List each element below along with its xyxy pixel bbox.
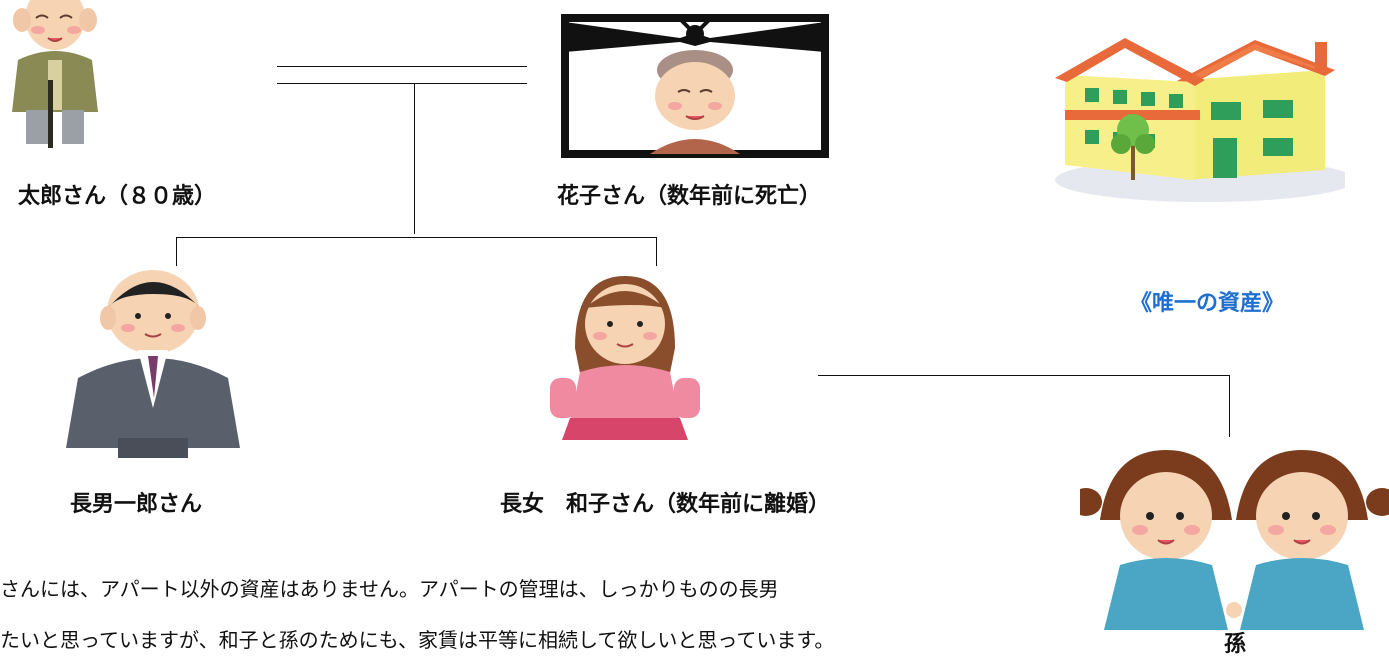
grandchildren-branch-line xyxy=(1229,375,1230,437)
description-line-2: たいと思っていますが、和子と孫のためにも、家賃は平等に相続して欲しいと思っていま… xyxy=(0,628,835,652)
children-bar-line xyxy=(176,237,656,238)
marriage-line-top xyxy=(277,66,527,67)
marriage-line-bottom xyxy=(277,83,527,84)
grandchildren-illustration xyxy=(1080,450,1389,630)
taro-label: 太郎さん（８０歳） xyxy=(18,184,217,209)
kazuko-label: 長女 和子さん（数年前に離婚） xyxy=(500,492,831,517)
hanako-label: 花子さん（数年前に死亡） xyxy=(557,184,822,209)
hanako-memorial-portrait xyxy=(560,8,830,158)
kazuko-illustration xyxy=(520,268,730,458)
taro-illustration xyxy=(0,0,100,150)
asset-label: 《唯一の資産》 xyxy=(1130,291,1285,316)
ichiro-illustration xyxy=(48,268,258,458)
kazuko-branch-line xyxy=(656,237,657,266)
kazuko-grandchildren-line xyxy=(818,375,1230,376)
grandchildren-label: 孫 xyxy=(1224,632,1247,657)
ichiro-label: 長男一郎さん xyxy=(70,492,203,517)
ichiro-branch-line xyxy=(176,237,177,266)
children-stem-line xyxy=(414,84,415,234)
description-line-1: さんには、アパート以外の資産はありません。アパートの管理は、しっかりものの長男 xyxy=(0,577,779,601)
apartment-icon xyxy=(1025,20,1345,210)
